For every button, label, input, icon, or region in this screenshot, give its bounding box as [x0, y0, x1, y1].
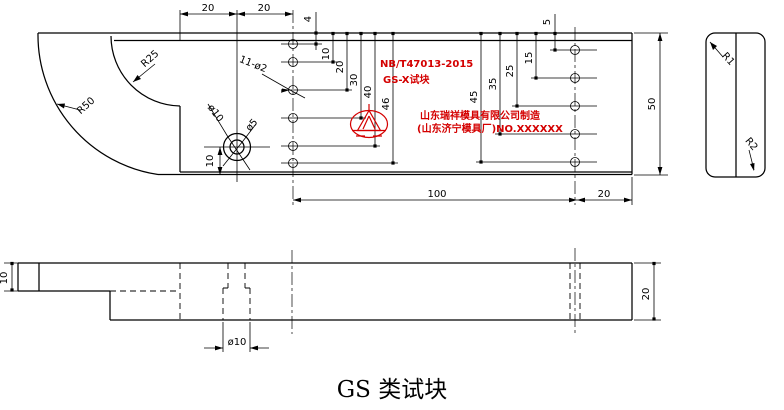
dim-4-label: 4: [303, 16, 314, 22]
callouts: R50 R25 11-ø2 ø10 ø5: [56, 48, 306, 134]
dim-thick-thickness-label: 20: [641, 288, 652, 301]
dim-10-label: 10: [321, 48, 332, 61]
dim-left-depth-chain: 4 10 20 30 40 46: [303, 12, 395, 165]
front-view-outline: [17, 248, 633, 334]
dim-35-label: 35: [488, 78, 499, 91]
dim-top-spacing: 20 20: [179, 3, 293, 40]
dim-hole-offset-label: 10: [205, 155, 216, 168]
front-view-dims: 10 ø10 20: [0, 261, 661, 352]
dim-30-label: 30: [349, 74, 360, 87]
hole-row-connectors: [281, 43, 597, 164]
holes-note-label: 11-ø2: [238, 54, 269, 75]
side-radius-top-label: R1: [719, 51, 736, 68]
through-hole-label: ø5: [244, 117, 261, 134]
dim-top-right-label: 20: [258, 3, 271, 14]
model-label: GS-X试块: [383, 73, 430, 86]
dim-length-label: 100: [427, 189, 446, 200]
red-annotations: NB/T47013-2015 GS-X试块 山东瑞祥模具有限公司制造 (山东济宁…: [349, 59, 563, 139]
dim-46-label: 46: [381, 98, 392, 111]
dim-40-label: 40: [363, 86, 374, 99]
dim-top-left-label: 20: [202, 3, 215, 14]
radius-large-label: R50: [75, 95, 97, 116]
drawing-title: GS 类试块: [337, 377, 447, 403]
side-view: R1 R2: [705, 32, 766, 178]
dim-hole-offset: 10: [205, 147, 223, 175]
dim-45-label: 45: [469, 91, 480, 104]
certification-stamp: [349, 104, 389, 139]
counterbore-label: ø10: [205, 103, 225, 125]
standard-label: NB/T47013-2015: [380, 59, 473, 70]
side-drilled-holes: [236, 10, 580, 205]
dim-5-label: 5: [542, 19, 553, 25]
dim-thin-thickness-label: 10: [0, 272, 10, 285]
dim-height-label: 50: [647, 98, 658, 111]
dim-hole-dia-label: ø10: [228, 337, 247, 348]
dim-15-label: 15: [524, 52, 535, 65]
dim-20-label: 20: [335, 61, 346, 74]
counterbore-hole: [204, 103, 270, 182]
dim-height-50: 50: [634, 32, 668, 176]
dim-right-depth-chain: 5 15 25 35 45: [469, 14, 557, 164]
dim-25-label: 25: [505, 65, 516, 78]
top-view-outline: [37, 32, 633, 176]
side-radius-bottom-label: R2: [742, 136, 759, 153]
dim-right-offset-label: 20: [598, 189, 611, 200]
maker-line2: (山东济宁模具厂)NO.XXXXXX: [417, 122, 563, 135]
dim-length: 100 20: [293, 177, 633, 205]
radius-small-label: R25: [139, 48, 161, 69]
maker-line1: 山东瑞祥模具有限公司制造: [420, 109, 541, 122]
